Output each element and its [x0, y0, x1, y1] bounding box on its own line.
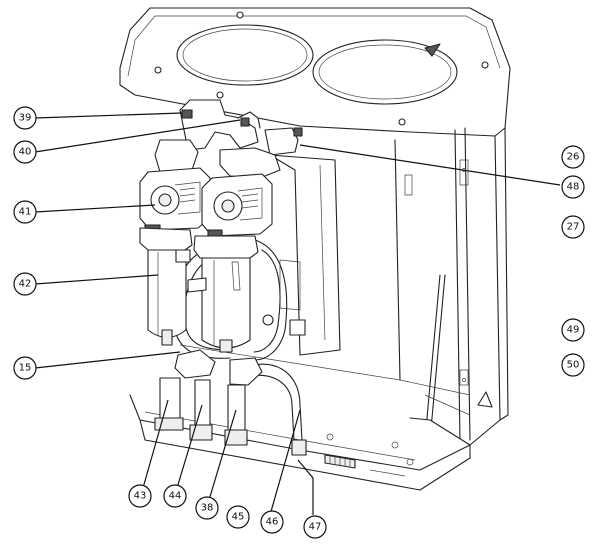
svg-text:47: 47 [309, 522, 322, 533]
callout-45: 45 [226, 505, 250, 529]
svg-text:45: 45 [232, 512, 245, 523]
callout-43: 43 [128, 484, 152, 508]
svg-text:43: 43 [134, 491, 147, 502]
callout-46: 46 [260, 510, 284, 534]
callout-44: 44 [163, 484, 187, 508]
callout-26: 26 [561, 145, 585, 169]
svg-text:26: 26 [567, 152, 580, 163]
svg-text:39: 39 [19, 113, 32, 124]
leader-lines [34, 112, 561, 516]
svg-text:44: 44 [169, 491, 182, 502]
callout-38: 38 [195, 496, 219, 520]
callout-49: 49 [561, 318, 585, 342]
callout-41: 41 [13, 200, 37, 224]
filter-right [187, 235, 259, 353]
callout-40: 40 [13, 140, 37, 164]
pump-left [139, 167, 211, 233]
callout-27: 27 [561, 215, 585, 239]
svg-text:41: 41 [19, 207, 32, 218]
callout-15: 15 [13, 356, 37, 380]
svg-text:27: 27 [567, 222, 580, 233]
filter-left [139, 227, 193, 346]
svg-text:50: 50 [567, 360, 580, 371]
svg-text:40: 40 [19, 147, 32, 158]
callout-47: 47 [303, 515, 327, 539]
svg-text:38: 38 [201, 503, 214, 514]
svg-text:48: 48 [567, 182, 580, 193]
callout-39: 39 [13, 106, 37, 130]
svg-text:46: 46 [266, 517, 279, 528]
svg-text:15: 15 [19, 363, 32, 374]
pump-right [201, 173, 273, 239]
callout-48: 48 [561, 175, 585, 199]
svg-text:42: 42 [19, 279, 32, 290]
callout-42: 42 [13, 272, 37, 296]
piping [154, 99, 307, 456]
svg-text:49: 49 [567, 325, 580, 336]
callout-50: 50 [561, 353, 585, 377]
